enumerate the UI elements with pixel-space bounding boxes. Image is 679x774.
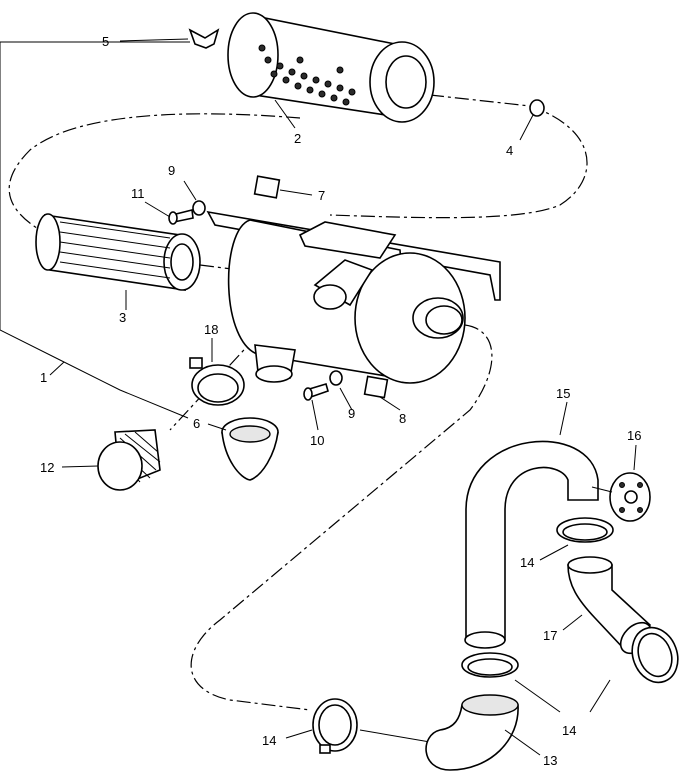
- air-cleaner-housing: [206, 210, 501, 384]
- precleaner-cap: [97, 429, 161, 491]
- bolt-lower: [303, 383, 329, 401]
- callout-labels: 5 2 4 9 11 7 3 18 1 6 12 10 9 8 15 16 14…: [40, 34, 641, 768]
- elbow-hose-15: [464, 440, 599, 649]
- leader-arrows: [49, 38, 637, 756]
- assembly-lines: [0, 41, 611, 743]
- outer-filter-element: [227, 12, 435, 123]
- callout-2: 2: [294, 131, 301, 146]
- callout-4: 4: [506, 143, 513, 158]
- callout-3: 3: [119, 310, 126, 325]
- nut-block-upper: [253, 175, 281, 199]
- lock-washer-lower: [329, 370, 343, 386]
- callout-1: 1: [40, 370, 47, 385]
- hose-clamp-14-lower: [312, 698, 358, 754]
- callout-8: 8: [399, 411, 406, 426]
- inner-filter-element: [35, 213, 201, 291]
- callout-5: 5: [102, 34, 109, 49]
- perforation-holes: [258, 44, 356, 106]
- callout-9-upper: 9: [168, 163, 175, 178]
- callout-16: 16: [627, 428, 641, 443]
- elbow-13: [425, 694, 519, 771]
- bolt-upper: [168, 209, 194, 225]
- callout-14-upper: 14: [520, 555, 534, 570]
- hose-clamp-14-middle: [461, 652, 519, 678]
- callout-18: 18: [204, 322, 218, 337]
- callout-11: 11: [131, 186, 145, 201]
- callout-14-lower: 14: [262, 733, 276, 748]
- flange-16: [591, 472, 651, 522]
- lock-washer-upper: [192, 200, 206, 216]
- callout-10: 10: [310, 433, 324, 448]
- callout-7: 7: [318, 188, 325, 203]
- callout-15: 15: [556, 386, 570, 401]
- callout-12: 12: [40, 460, 54, 475]
- nut: [529, 99, 545, 117]
- callout-9-lower: 9: [348, 406, 355, 421]
- wing-nut: [188, 28, 220, 49]
- callout-17: 17: [543, 628, 557, 643]
- callout-13: 13: [543, 753, 557, 768]
- callout-6: 6: [193, 416, 200, 431]
- nut-block-lower: [363, 375, 389, 399]
- hose-clamp-14-upper: [556, 517, 614, 543]
- hose-clamp-18: [189, 357, 245, 406]
- hose-clamp-14-right: [631, 626, 679, 684]
- callout-14-right: 14: [562, 723, 576, 738]
- dust-valve: [221, 417, 279, 481]
